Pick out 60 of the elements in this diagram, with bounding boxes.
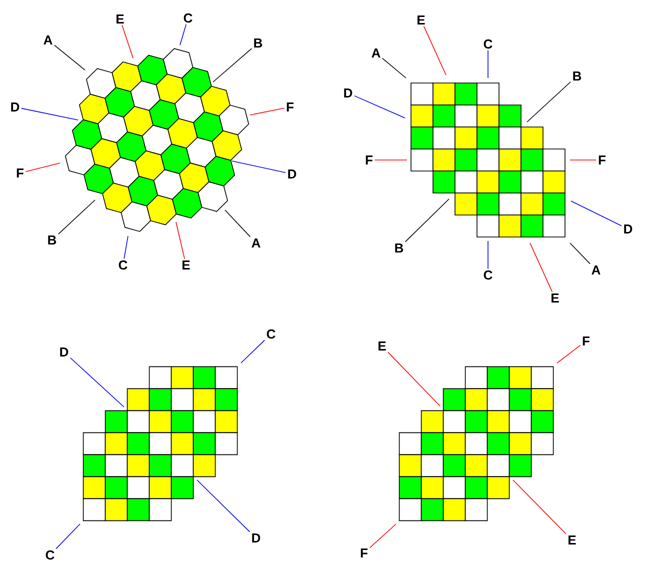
letter-label: D <box>624 224 632 234</box>
leader-line <box>54 44 86 70</box>
leader-line <box>21 108 78 120</box>
leader-line <box>570 200 622 226</box>
leader-line <box>176 222 185 260</box>
letter-label: C <box>184 13 192 23</box>
letter-label: F <box>598 156 606 164</box>
letter-label: E <box>116 14 124 24</box>
letter-label: E <box>378 342 386 350</box>
letter-label: C <box>266 329 276 339</box>
letter-label: F <box>16 168 24 178</box>
leader-line <box>180 24 187 46</box>
leader-line <box>354 95 406 118</box>
letter-label: C <box>484 270 492 280</box>
leader-line <box>382 58 406 78</box>
letter-label: D <box>11 102 20 112</box>
letter-label: D <box>60 348 68 356</box>
letter-label: E <box>568 536 576 544</box>
leader-line <box>70 357 124 408</box>
letter-label: D <box>252 534 260 542</box>
letter-label: E <box>552 294 559 302</box>
letter-label: F <box>286 102 294 112</box>
leader-line <box>530 242 553 292</box>
leader-line <box>512 480 566 534</box>
letter-label: B <box>48 236 56 244</box>
letter-label: F <box>582 336 590 346</box>
leader-line <box>124 236 128 260</box>
leader-line <box>240 340 265 364</box>
letter-label: A <box>372 48 380 58</box>
leader-line <box>423 26 446 76</box>
leader-line <box>212 48 252 82</box>
letter-label: B <box>254 38 262 48</box>
leader-line <box>122 24 134 58</box>
leader-line <box>224 210 251 238</box>
leader-line <box>56 524 80 550</box>
leader-line <box>556 344 581 364</box>
letter-label: D <box>344 88 352 98</box>
letter-label: E <box>418 16 425 24</box>
leader-line <box>25 162 60 172</box>
leader-line <box>388 352 440 406</box>
letter-label: A <box>252 238 260 248</box>
leader-line <box>369 524 396 548</box>
letter-label: E <box>182 260 190 270</box>
leader-line <box>526 81 571 122</box>
letter-label: C <box>118 260 128 270</box>
letter-label: B <box>573 72 582 80</box>
letter-label: D <box>288 170 296 178</box>
leader-line <box>232 160 286 174</box>
leader-line <box>570 242 590 264</box>
leader-line <box>250 108 285 116</box>
letter-label: C <box>46 550 54 560</box>
letter-label: F <box>366 156 372 164</box>
leader-line <box>404 198 450 242</box>
letter-label: A <box>592 266 600 274</box>
letter-label: C <box>484 39 492 49</box>
letter-label: B <box>395 244 404 252</box>
letter-label: F <box>360 548 368 558</box>
leader-line <box>196 480 250 532</box>
leader-line <box>58 200 96 234</box>
letter-label: A <box>44 36 52 44</box>
